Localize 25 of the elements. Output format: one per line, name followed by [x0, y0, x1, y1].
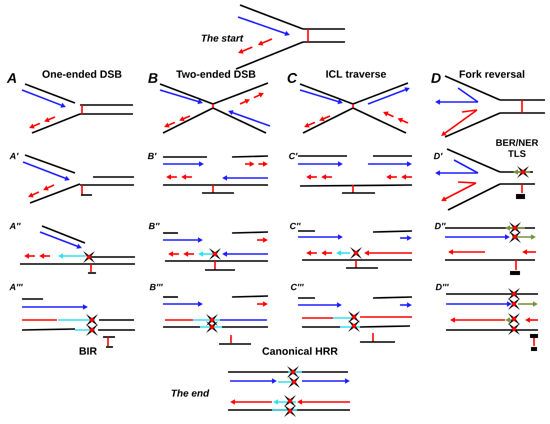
- panel-title: Canonical HRR: [262, 347, 338, 355]
- panel-title: ICL traverse: [326, 70, 386, 78]
- panel-letter: A′′: [9, 222, 21, 230]
- panel-letter: B: [148, 73, 158, 83]
- stage-label: The start: [202, 34, 244, 42]
- panel-letter: D′: [434, 152, 443, 160]
- panel-letter: C: [288, 73, 298, 83]
- panel-letter: A′: [9, 152, 19, 160]
- panel-letter: C′′: [290, 222, 301, 230]
- panel-letter: B′: [148, 152, 157, 160]
- panel-letter: B′′: [148, 222, 160, 230]
- panel-letter: A: [6, 73, 16, 83]
- panel-title: BER/NER TLS: [496, 139, 538, 157]
- panel-letter: C′′′: [290, 284, 304, 290]
- panel-letter: B′′′: [150, 284, 163, 290]
- stage-label: The end: [172, 389, 210, 397]
- panel-letter: C′: [289, 152, 298, 160]
- panel-letter: D: [431, 73, 441, 83]
- panel-title: One-ended DSB: [42, 70, 122, 78]
- panel-title: Two-ended DSB: [176, 70, 256, 78]
- panel-title: Fork reversal: [460, 70, 524, 78]
- panel-letter: D′′′: [436, 284, 449, 290]
- panel-title: BIR: [80, 347, 97, 355]
- panel-letter: A′′′: [9, 284, 23, 290]
- panel-letter: D′′: [434, 222, 446, 230]
